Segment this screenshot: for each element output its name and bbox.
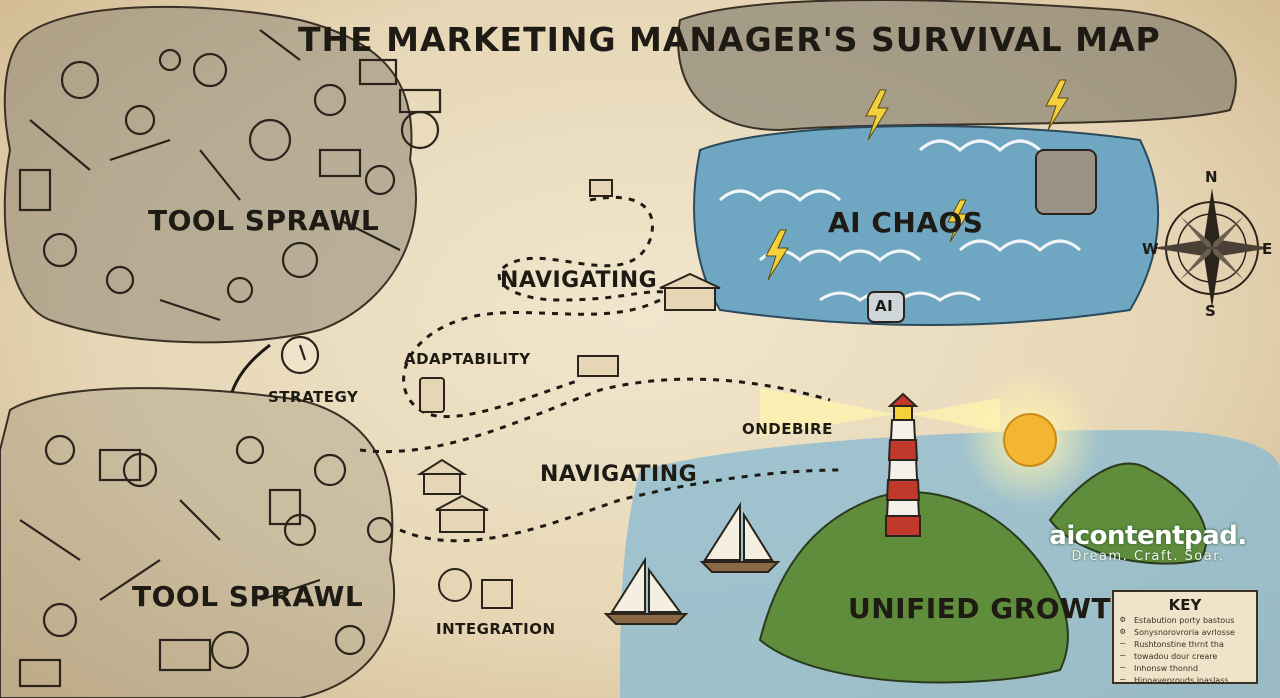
strategy-arrow (230, 343, 271, 393)
key-text: Sonysnorovroria avrlosse (1134, 627, 1235, 637)
key-symbol: — (1120, 663, 1126, 673)
key-symbol: — (1120, 639, 1126, 649)
path-label-navigating-lower: NAVIGATING (540, 462, 698, 487)
lighthouse-beam-left (760, 388, 896, 436)
dotted-routes (359, 195, 841, 543)
ai-badge-label: AI (875, 297, 894, 315)
key-text: Hinoaveprouds inaslass (1134, 675, 1229, 685)
region-label-ai-chaos: AI CHAOS (828, 206, 984, 239)
brand-name: aicontentpad. (1049, 521, 1247, 551)
brand-watermark: aicontentpad. Dream. Craft. Soar. (1033, 521, 1263, 564)
map-key-title: KEY (1168, 596, 1202, 614)
compass-rose (1152, 188, 1272, 308)
key-symbol: ⚙ (1120, 615, 1126, 625)
key-text: towadou dour creare (1134, 651, 1218, 661)
key-text: Rushtonstine thrnt tha (1134, 639, 1224, 649)
tool-sprawl-bottom-cloud (0, 387, 396, 698)
key-item: — Hinoaveprouds inaslass (1114, 674, 1256, 686)
compass-west: W (1142, 240, 1160, 258)
key-item: — Rushtonstine thrnt tha (1114, 638, 1256, 650)
lightning-bolts (765, 79, 1069, 281)
compass-south: S (1205, 302, 1217, 320)
key-item: ⚙ Estabution porty bastous (1114, 614, 1256, 626)
compass-north: N (1205, 168, 1219, 186)
ai-chaos-storm-cloud (677, 0, 1237, 132)
ai-badge-box (867, 291, 905, 323)
map-key: KEY ⚙ Estabution porty bastous ⚙ Sonysnoro… (1112, 590, 1258, 686)
tool-doodles-top (18, 29, 442, 322)
key-item: — Inhonsw thonnd (1114, 662, 1256, 674)
map-title: THE MARKETING MANAGER'S SURVIVAL MAP (298, 20, 1161, 59)
strategy-compass-icon (280, 335, 320, 375)
ai-robot-head (1035, 149, 1097, 215)
key-item: ⚙ Sonysnorovroria avrlosse (1114, 626, 1256, 638)
key-text: Estabution porty bastous (1134, 615, 1235, 625)
sun (1003, 413, 1057, 467)
path-label-ondebire: ONDEBIRE (742, 420, 833, 438)
key-text: Inhonsw thonnd (1134, 663, 1199, 673)
map-landmarks (416, 179, 721, 609)
key-item: — towadou dour creare (1114, 650, 1256, 662)
region-label-tool-sprawl-top: TOOL SPRAWL (148, 204, 380, 237)
path-label-navigating-upper: NAVIGATING (500, 268, 658, 293)
key-symbol: ⚙ (1120, 627, 1126, 637)
region-label-tool-sprawl-bottom: TOOL SPRAWL (132, 580, 364, 613)
lighthouse (884, 392, 922, 537)
key-symbol: — (1120, 651, 1126, 661)
lighthouse-beam-right (910, 398, 1000, 432)
tool-sprawl-top-cloud (3, 5, 417, 344)
small-island (1048, 462, 1208, 565)
main-island (758, 491, 1069, 684)
key-symbol: — (1120, 675, 1126, 685)
path-label-strategy: STRATEGY (268, 388, 359, 406)
region-label-unified-growth: UNIFIED GROWTH (848, 592, 1136, 625)
brand-tagline: Dream. Craft. Soar. (1071, 549, 1225, 564)
compass-east: E (1262, 240, 1273, 258)
path-label-adaptability: ADAPTABILITY (404, 350, 531, 368)
sailboat-large (603, 556, 689, 625)
tool-doodles-bottom (18, 434, 394, 688)
path-label-integration: INTEGRATION (436, 620, 556, 638)
sailboat-small (699, 501, 781, 573)
